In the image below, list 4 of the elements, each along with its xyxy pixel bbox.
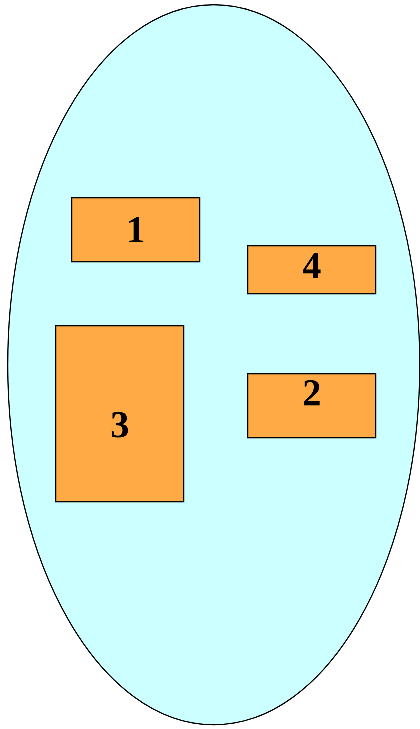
number-box: 4 [247,245,377,295]
number-box: 1 [71,197,201,263]
number-box: 3 [55,325,185,503]
number-box: 2 [247,373,377,439]
